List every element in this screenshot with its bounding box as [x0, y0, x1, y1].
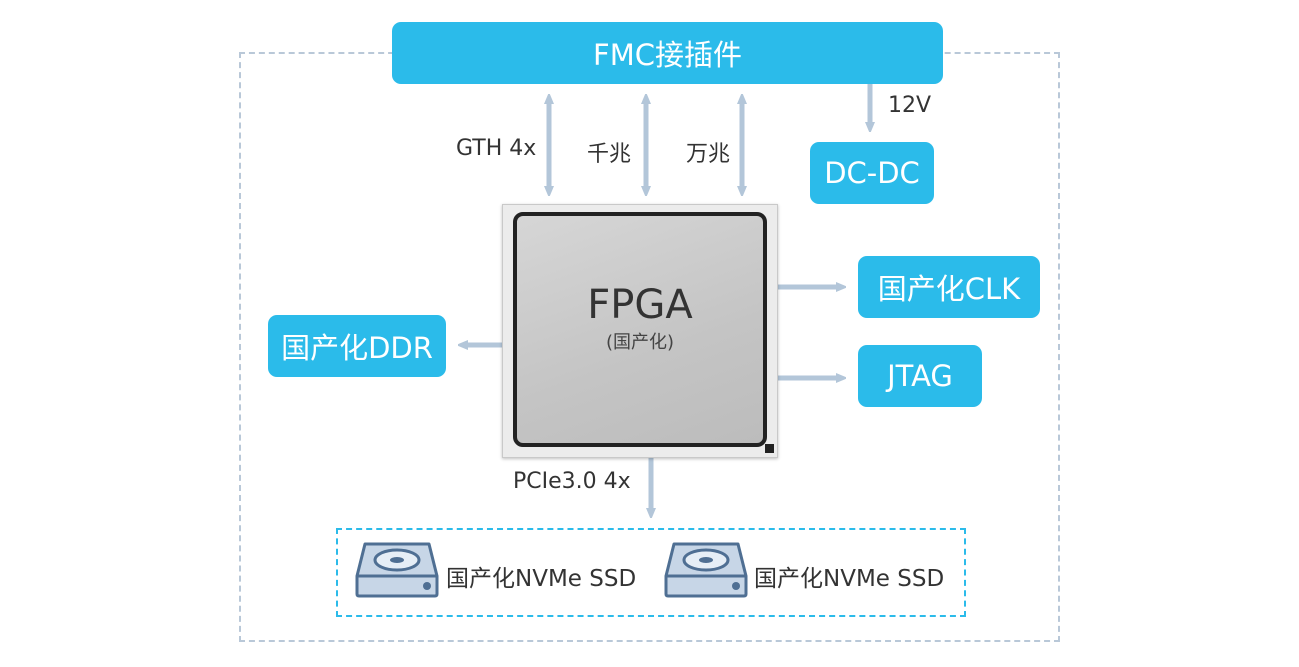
10g-link-label: 万兆	[686, 142, 731, 167]
dcdc-box: DC-DC	[810, 142, 934, 204]
gigabit-link-label: 千兆	[587, 142, 632, 167]
fmc-connector-box: FMC接插件	[392, 22, 943, 84]
clk-box: 国产化CLK	[858, 256, 1040, 318]
ssd-label-2: 国产化NVMe SSD	[754, 566, 945, 592]
fmc-connector-label: FMC接插件	[593, 38, 742, 72]
fpga-subtitle: (国产化)	[605, 332, 675, 353]
disk-drive-icon	[664, 542, 748, 602]
ddr-box: 国产化DDR	[268, 315, 446, 377]
pcie-link-label: PCIe3.0 4x	[513, 469, 631, 494]
ssd-label-1: 国产化NVMe SSD	[446, 566, 637, 592]
fpga-chip-die	[513, 212, 767, 447]
jtag-label: JTAG	[887, 359, 953, 393]
12v-link-label: 12V	[888, 93, 932, 118]
jtag-box: JTAG	[858, 345, 982, 407]
ssd-group-frame	[336, 528, 966, 617]
fpga-title: FPGA	[587, 282, 693, 328]
clk-label: 国产化CLK	[877, 272, 1021, 306]
disk-drive-icon	[355, 542, 439, 602]
ddr-label: 国产化DDR	[281, 331, 433, 365]
fpga-pin1-marker	[765, 444, 774, 453]
dcdc-label: DC-DC	[824, 156, 920, 190]
gth-link-label: GTH 4x	[456, 136, 537, 161]
